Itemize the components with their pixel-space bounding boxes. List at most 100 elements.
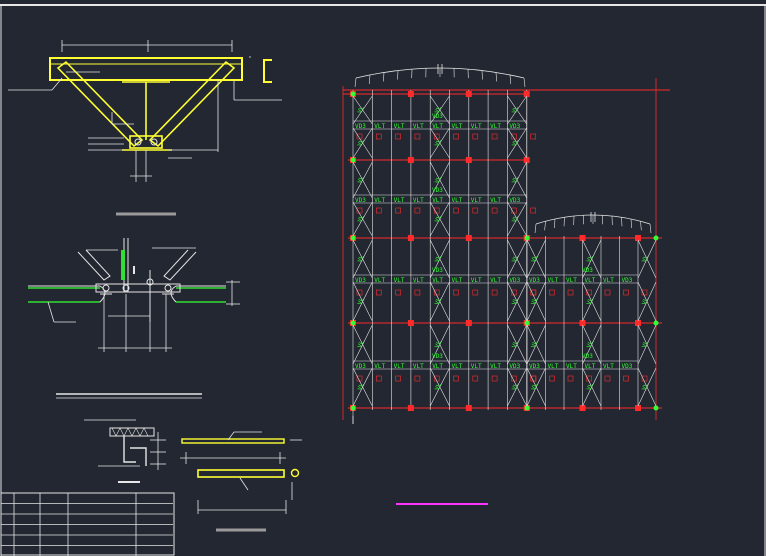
- brace-line: [637, 281, 657, 322]
- purlin-marker: [375, 207, 382, 214]
- purlin-marker: [511, 289, 517, 296]
- brace-line: [526, 281, 546, 322]
- beam-label: VLT: [374, 277, 385, 284]
- brace-label: VL: [586, 296, 595, 306]
- roof-tick: [523, 77, 526, 88]
- column-node-marker: [465, 157, 472, 163]
- brace-label: VL: [511, 175, 520, 185]
- purlin-marker: [586, 289, 592, 296]
- beam-label: VD3: [355, 363, 366, 370]
- brace-label: VL: [511, 382, 520, 392]
- purlin-marker: [530, 375, 537, 382]
- brace-label: VL: [530, 382, 539, 392]
- brace-label: VL: [357, 254, 366, 264]
- roof-tick: [534, 223, 537, 234]
- beam-label: VD3: [509, 363, 520, 370]
- purlin-marker: [623, 289, 629, 296]
- brace-label: VL: [357, 214, 366, 224]
- brace-label: VL: [586, 254, 595, 264]
- purlin-marker: [604, 289, 611, 296]
- column-node-marker: [465, 235, 472, 241]
- column-node-marker: [579, 320, 586, 326]
- purlin-marker: [395, 375, 401, 382]
- beam-label: VLT: [413, 123, 424, 130]
- beam-label: VD3: [622, 277, 633, 284]
- beam-label: VLT: [413, 197, 424, 204]
- beam-label: VLT: [374, 363, 385, 370]
- beam-label: VLT: [603, 277, 614, 284]
- beam-label: VLT: [471, 197, 482, 204]
- column-node-marker: [523, 91, 530, 97]
- ridge-label: VD3: [582, 267, 593, 274]
- end-node-marker: [524, 320, 530, 326]
- end-node-marker: [653, 405, 659, 411]
- brace-line: [429, 324, 450, 365]
- purlin-marker: [641, 289, 648, 296]
- purlin-marker: [604, 375, 611, 382]
- roof-tick: [509, 74, 512, 84]
- purlin-marker: [472, 133, 479, 140]
- column-node-marker: [465, 91, 472, 97]
- purlin-marker: [395, 289, 401, 296]
- beam-label: VLT: [374, 197, 385, 204]
- purlin-marker: [530, 207, 537, 214]
- column-node-marker: [407, 91, 414, 97]
- beam-label: VLT: [452, 363, 463, 370]
- brace-line: [352, 161, 373, 199]
- beam-label: VLT: [432, 277, 443, 284]
- purlin-marker: [472, 289, 479, 296]
- brace-label: VL: [357, 138, 366, 148]
- roof-tick: [630, 218, 632, 229]
- title-block-border: [0, 492, 175, 556]
- brace-label: VL: [357, 175, 366, 185]
- beam-label: VLT: [471, 277, 482, 284]
- brace-line: [429, 95, 450, 125]
- brace-label: VL: [511, 214, 520, 224]
- beam-label: VD3: [509, 277, 520, 284]
- brace-line: [352, 324, 373, 365]
- brace-label: VL: [434, 214, 443, 224]
- column-node-marker: [465, 405, 472, 411]
- support-truss-detail: [8, 40, 282, 216]
- brace-line: [507, 239, 527, 279]
- beam-label: VLT: [413, 277, 424, 284]
- purlin-marker: [375, 289, 382, 296]
- brace-line: [429, 127, 450, 159]
- column-node-marker: [465, 320, 472, 326]
- beam-label: VLT: [471, 123, 482, 130]
- sheet-frame: [0, 4, 766, 556]
- roof-tick: [649, 223, 652, 234]
- ridge-label: VD3: [432, 113, 443, 120]
- column-node-marker: [635, 235, 641, 241]
- brace-label: VL: [641, 382, 650, 392]
- purlin-marker: [549, 375, 555, 382]
- column-node-marker: [635, 320, 641, 326]
- purlin-marker: [453, 207, 459, 214]
- roof-tick: [563, 217, 565, 227]
- brace-label: VL: [511, 105, 520, 115]
- purlin-marker: [641, 375, 648, 382]
- purlin-marker: [453, 375, 459, 382]
- brace-line: [429, 161, 450, 199]
- beam-label: VD3: [509, 123, 520, 130]
- purlin-marker: [472, 375, 479, 382]
- beam-label: VLT: [432, 363, 443, 370]
- purlin-marker: [491, 133, 498, 140]
- end-node-marker: [524, 405, 530, 411]
- brace-line: [352, 281, 373, 322]
- brace-label: VL: [511, 138, 520, 148]
- beam-label: VLT: [394, 363, 405, 370]
- beam-label: VLT: [548, 277, 559, 284]
- brace-label: VL: [357, 105, 366, 115]
- brace-line: [429, 201, 450, 237]
- title-block-table: [0, 492, 175, 556]
- brace-line: [352, 127, 373, 159]
- ridge-label: VD3: [432, 353, 443, 360]
- beam-label: VLT: [603, 363, 614, 370]
- purlin-marker: [375, 375, 382, 382]
- roof-tick: [481, 70, 483, 80]
- ridge-label: VD3: [582, 353, 593, 360]
- brace-line: [507, 201, 527, 237]
